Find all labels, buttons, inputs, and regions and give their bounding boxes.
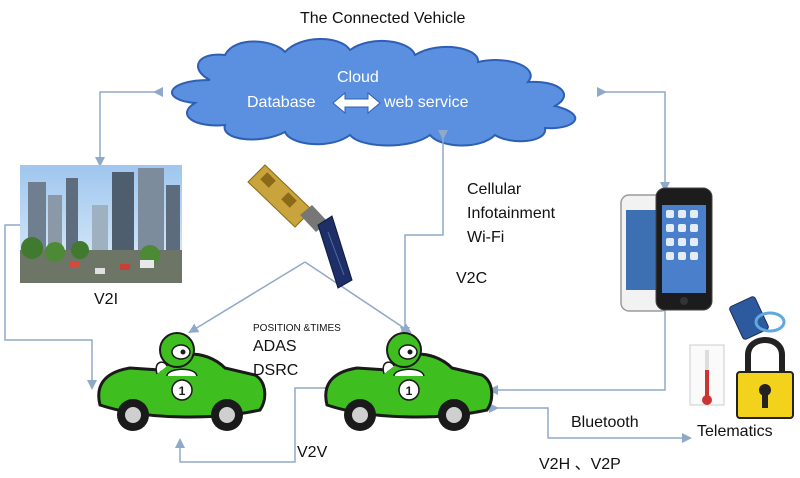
tablet-icon	[729, 296, 786, 340]
cloud-label: Cloud	[337, 69, 379, 86]
web-service-label: web service	[384, 94, 469, 111]
car-right-number: 1	[406, 384, 413, 398]
smartphone-icon	[620, 187, 713, 312]
adas-label: ADAS	[253, 338, 297, 355]
bluetooth-label: Bluetooth	[571, 414, 639, 431]
cellular-label: Cellular	[467, 181, 522, 198]
v2i-label: V2I	[94, 291, 119, 308]
thermometer-icon	[689, 344, 725, 406]
car-right	[324, 332, 494, 431]
satellite-icon	[247, 164, 353, 289]
car-left-number: 1	[179, 384, 186, 398]
diagram-title: The Connected Vehicle	[300, 10, 466, 27]
padlock-icon	[736, 337, 794, 419]
car-left	[97, 332, 267, 431]
position-times-label: POSITION &TIMES	[253, 323, 341, 334]
database-label: Database	[247, 94, 316, 111]
dsrc-label: DSRC	[253, 362, 299, 379]
infotainment-label: Infotainment	[467, 205, 556, 222]
v2v-label: V2V	[297, 444, 328, 461]
telematics-label: Telematics	[697, 423, 773, 440]
city-image	[20, 165, 182, 283]
cloud-shape	[171, 38, 577, 147]
v2h-v2p-label: V2H 、V2P	[539, 456, 621, 473]
wifi-label: Wi-Fi	[467, 229, 505, 246]
double-arrow-icon	[332, 91, 381, 115]
v2c-label: V2C	[456, 270, 488, 287]
connection-arrows	[4, 87, 692, 463]
